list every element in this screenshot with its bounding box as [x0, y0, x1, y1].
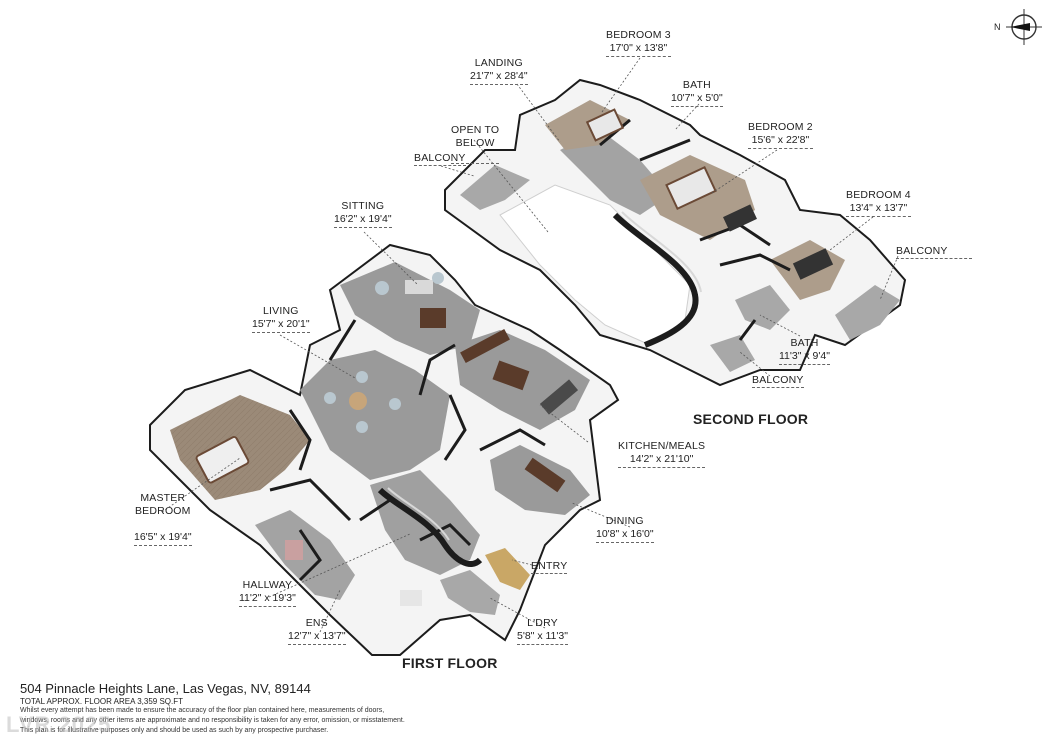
room-dims: 17'0" x 13'8" — [606, 42, 671, 57]
room-name: ENS — [305, 617, 328, 629]
second-floor-interior-walls — [599, 118, 791, 341]
room-name: OPEN TO BELOW — [451, 124, 500, 149]
sitting-floor — [340, 262, 480, 355]
room-name: ENTRY — [531, 560, 568, 572]
total-floor-area: TOTAL APPROX. FLOOR AREA 3,359 SQ.FT — [20, 697, 184, 706]
second-floor-plan — [444, 78, 907, 387]
room-name: BEDROOM 4 — [846, 189, 911, 201]
room-label-bath-upper: BATH 10'7" x 5'0" — [671, 79, 723, 107]
room-name: BEDROOM 2 — [748, 121, 813, 133]
room-name: SITTING — [341, 200, 385, 212]
room-label-sitting: SITTING 16'2" x 19'4" — [334, 200, 392, 228]
room-name: BALCONY — [414, 152, 466, 164]
second-floor-furniture — [585, 108, 834, 280]
room-dims: 16'2" x 19'4" — [334, 213, 392, 228]
first-floor-furniture — [195, 272, 579, 606]
room-dims: 11'3" x 9'4" — [779, 350, 830, 365]
room-label-hallway: HALLWAY 11'2" x 19'3" — [239, 579, 296, 607]
room-name: BALCONY — [752, 374, 804, 386]
balcony-bottom-floor — [710, 335, 755, 372]
second-floor-staircase — [612, 212, 699, 348]
watermark: LVR 2025 — [6, 712, 112, 737]
room-label-balcony-right: BALCONY — [896, 245, 972, 259]
room-name: BATH — [790, 337, 819, 349]
room-dims: 15'7" x 20'1" — [252, 318, 310, 333]
room-name: KITCHEN/MEALS — [618, 440, 706, 452]
label-leader-lines — [161, 57, 899, 633]
room-name: LANDING — [474, 57, 523, 69]
room-dims: 11'2" x 19'3" — [239, 592, 296, 607]
laundry-floor — [440, 570, 500, 615]
room-label-landing: LANDING 21'7" x 28'4" — [470, 57, 528, 85]
room-label-bedroom-3: BEDROOM 3 17'0" x 13'8" — [606, 29, 671, 57]
room-name: BEDROOM 3 — [606, 29, 671, 41]
first-floor-interior-walls — [269, 319, 546, 582]
compass-north-label: N — [994, 22, 1001, 32]
room-name: BATH — [682, 79, 711, 91]
upper-bath-floor — [735, 285, 790, 330]
property-address: 504 Pinnacle Heights Lane, Las Vegas, NV… — [20, 681, 311, 696]
room-label-open-to-below: OPEN TO BELOW — [451, 111, 500, 164]
room-name: HALLWAY — [242, 579, 293, 591]
room-label-bedroom-4: BEDROOM 4 13'4" x 13'7" — [846, 189, 911, 217]
disclaimer-line-1: Whilst every attempt has been made to en… — [20, 707, 385, 714]
room-label-master-bedroom: MASTER BEDROOM 16'5" x 19'4" — [134, 479, 192, 559]
room-dims: 14'2" x 21'10" — [618, 453, 706, 468]
room-dims: 16'5" x 19'4" — [134, 531, 192, 546]
room-name: MASTER BEDROOM — [134, 492, 191, 517]
room-name: LIVING — [262, 305, 299, 317]
plan-footer: 504 Pinnacle Heights Lane, Las Vegas, NV… — [20, 681, 405, 736]
living-floor — [300, 350, 450, 480]
balcony-right-floor — [835, 285, 900, 340]
room-label-kitchen: KITCHEN/MEALS 14'2" x 21'10" — [618, 440, 706, 468]
first-floor-plan — [149, 243, 620, 656]
room-label-balcony-left: BALCONY — [414, 152, 466, 166]
room-dims: 10'7" x 5'0" — [671, 92, 723, 107]
entry-floor — [485, 548, 530, 590]
disclaimer-line-3: This plan is for illustrative purposes o… — [20, 727, 329, 734]
room-name: BALCONY — [896, 245, 948, 257]
room-name: L'DRY — [527, 617, 558, 629]
room-label-ens: ENS 12'7" x 13'7" — [288, 617, 346, 645]
first-floor-title: FIRST FLOOR — [402, 655, 498, 671]
room-name: DINING — [605, 515, 644, 527]
room-label-dining: DINING 10'8" x 16'0" — [596, 515, 654, 543]
room-label-living: LIVING 15'7" x 20'1" — [252, 305, 310, 333]
compass-icon — [1006, 9, 1042, 45]
room-dims: 12'7" x 13'7" — [288, 630, 346, 645]
disclaimer-line-2: windows, rooms and any other items are a… — [20, 717, 405, 724]
room-dims: 13'4" x 13'7" — [846, 202, 911, 217]
ens-floor — [255, 510, 355, 600]
room-label-bedroom-2: BEDROOM 2 15'6" x 22'8" — [748, 121, 813, 149]
room-dims: 21'7" x 28'4" — [470, 70, 528, 85]
room-label-entry: ENTRY — [531, 560, 568, 574]
landing-floor — [560, 130, 670, 215]
room-label-balcony-bottom: BALCONY — [752, 374, 804, 388]
second-floor-title: SECOND FLOOR — [693, 411, 809, 427]
first-floor-staircase — [377, 487, 483, 567]
room-label-laundry: L'DRY 5'8" x 11'3" — [517, 617, 568, 645]
room-dims: 10'8" x 16'0" — [596, 528, 654, 543]
room-label-bath-lower: BATH 11'3" x 9'4" — [779, 337, 830, 365]
room-dims: 15'6" x 22'8" — [748, 134, 813, 149]
room-dims: 5'8" x 11'3" — [517, 630, 568, 645]
balcony-left-floor — [460, 165, 530, 210]
second-floor-outer-walls — [444, 78, 907, 387]
